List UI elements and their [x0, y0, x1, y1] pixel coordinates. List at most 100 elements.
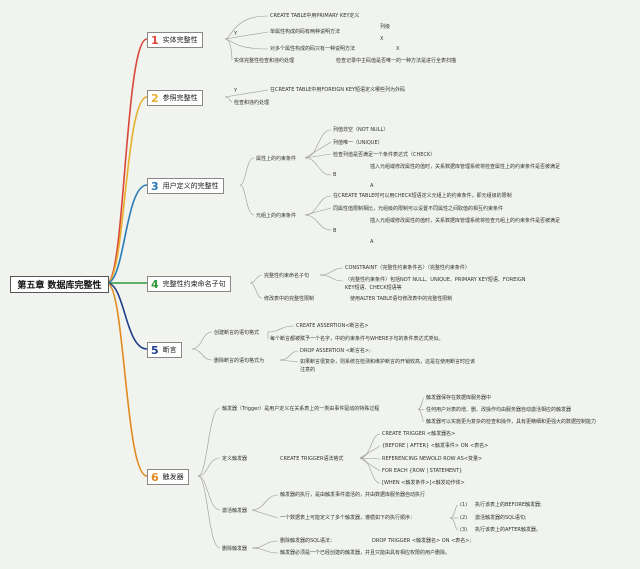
branch-constraint-naming[interactable]: 4 完整性约束命名子句 — [147, 276, 231, 292]
leaf-connector — [304, 157, 332, 176]
node-text: 创建断言的语句格式 — [214, 330, 260, 336]
node-text: CREATE TRIGGER语法格式 — [280, 456, 344, 462]
leaf-connector — [224, 96, 233, 103]
leaf-connector — [359, 457, 381, 472]
node-marker: A — [370, 239, 374, 245]
node-text: 对多个属性构成的码只有一种说明方法 — [270, 46, 356, 52]
node-text: 列值唯一（UNIQUE） — [333, 140, 383, 146]
node-text: 同属性值限制相比，元组级的限制可以设置不同属性之间取值的相互约束条件 — [333, 206, 504, 212]
node-text: 修改表中的完整性限制 — [264, 296, 315, 302]
node-text: KEY短语、CHECK短语等 — [345, 285, 402, 291]
leaf-connector — [304, 207, 332, 216]
node-text: 如果断言很复杂，则系统在检测和维护断言的开销较高，这是在使用断言时应该 — [300, 359, 476, 365]
root-topic[interactable]: 第五章 数据库完整性 — [10, 276, 109, 293]
branch-label: 实体完整性 — [162, 36, 198, 44]
branch-entity-integrity[interactable]: 1 实体完整性 — [147, 32, 203, 48]
leaf-connector — [224, 38, 269, 50]
leaf-connector — [304, 153, 332, 159]
node-text: 列值非空（NOT NULL） — [333, 127, 389, 133]
leaf-connector — [191, 331, 213, 350]
leaf-connector — [304, 195, 332, 216]
node-text: 触发器的执行，是由触发事件激活的，并由数据库服务器自动执行 — [280, 492, 426, 498]
branch-user-defined-integrity[interactable]: 3 用户定义的完整性 — [147, 178, 224, 194]
node-text: 执行该表上的BEFORE触发器; — [475, 502, 542, 508]
leaf-connector — [319, 267, 344, 276]
leaf-connector — [267, 325, 295, 333]
leaf-connector — [449, 517, 459, 531]
leaf-connector — [359, 457, 381, 484]
leaf-connector — [251, 494, 279, 511]
node-text: 执行该表上的AFTER触发器。 — [475, 527, 541, 533]
branch-label: 触发器 — [162, 473, 184, 481]
leaf-connector — [249, 274, 263, 284]
node-text: 一个数据表上可能定义了多个触发器，遵循如下的执行顺序： — [280, 515, 416, 521]
node-text: CREATE ASSERTION<断言名> — [296, 323, 369, 329]
node-text: FOR EACH {ROW | STATEMENT} — [382, 468, 463, 474]
node-text: 触发器可以实施更为复杂的检查和操作，具有更精细和更强大的数据控制能力 — [426, 419, 597, 425]
branch-label: 用户定义的完整性 — [162, 182, 219, 190]
node-text: 删除断言的语句格式为 — [214, 358, 265, 364]
leaf-connector — [251, 540, 279, 549]
leaf-connector — [197, 475, 221, 549]
branch-number: 4 — [151, 277, 159, 291]
leaf-connector — [319, 274, 344, 282]
leaf-connector — [449, 504, 459, 519]
node-marker: B — [333, 172, 337, 178]
leaf-connector — [239, 157, 255, 186]
node-marker: (2) — [460, 515, 468, 521]
leaf-connector — [359, 433, 381, 459]
branch-assertion[interactable]: 5 断言 — [147, 342, 182, 358]
leaf-connector — [224, 15, 269, 40]
node-marker: Y — [234, 88, 238, 94]
node-text: CREATE TRIGGER <触发器名> — [382, 431, 456, 437]
branch-connector — [106, 96, 148, 284]
node-text: 删除触发器的SQL语法： — [280, 538, 335, 544]
node-text: 每个断言都被赋予一个名字，中的约束条件与WHERE子句的条件表达式类似。 — [270, 336, 444, 342]
leaf-connector — [417, 408, 425, 423]
node-text: 删除触发器 — [222, 546, 248, 552]
node-text: 检查和违约处理 — [234, 100, 270, 106]
node-text: 在CREATE TABLE中用FOREIGN KEY短语定义哪些列为外码 — [270, 87, 406, 93]
node-marker: A — [370, 183, 374, 189]
node-text: 单属性构成的码有两种说明方法 — [270, 29, 341, 35]
leaf-connector — [251, 509, 279, 519]
node-text: 插入元组或修改属性的值时，关系数据库管理系统将检查属性上的约束条件是否被满足 — [370, 164, 561, 170]
branch-trigger[interactable]: 6 触发器 — [147, 469, 189, 485]
node-text: 任何用户对表的增、删、改操作均由服务器自动激活相应的触发器 — [426, 407, 572, 413]
node-text: CONSTRAINT〈完整性约束条件名〉〈完整性约束条件〉 — [345, 265, 470, 271]
leaf-connector — [279, 350, 299, 361]
node-marker: X — [396, 46, 400, 52]
node-text: DROP ASSERTION <断言名>; — [300, 348, 371, 354]
node-text: 激活触发器 — [222, 508, 248, 514]
branch-label: 参照完整性 — [162, 94, 198, 102]
branch-number: 3 — [151, 179, 159, 193]
node-text: 插入元组或修改属性的值时，关系数据库管理系统将检查元组上的约束条件是否被满足 — [370, 218, 561, 224]
branch-number: 2 — [151, 91, 159, 105]
node-text: 在CREATE TABLE时可以用CHECK短语定义元组上的约束条件，即元组级的… — [333, 193, 512, 199]
leaf-connector — [197, 475, 221, 511]
leaf-connector — [304, 141, 332, 159]
node-text: DROP TRIGGER <触发器名> ON <表名>; — [372, 538, 472, 544]
node-text: {BEFORE | AFTER} <触发事件> ON <表名> — [382, 443, 489, 449]
leaf-connector — [279, 359, 299, 363]
leaf-connector — [417, 397, 425, 410]
node-text: 激活触发器的SQL语句; — [475, 515, 527, 521]
node-text: 触发器保存在数据库服务器中 — [426, 395, 492, 401]
leaf-connector — [239, 184, 255, 216]
branch-referential-integrity[interactable]: 2 参照完整性 — [147, 90, 203, 106]
node-marker: B — [333, 228, 337, 234]
branch-number: 1 — [151, 33, 159, 47]
node-text: 注意的 — [300, 367, 316, 373]
node-marker: (1) — [460, 502, 468, 508]
node-text: 属性上的约束条件 — [256, 156, 297, 162]
leaf-connector — [191, 348, 213, 361]
leaf-connector — [249, 282, 263, 299]
node-text: 使用ALTER TABLE语句修改表中的完整性限制 — [350, 296, 453, 302]
node-marker: (3) — [460, 527, 468, 533]
node-text: 列级 — [380, 24, 391, 30]
node-text: 〈完整性约束条件〉包括NOT NULL、UNIQUE、PRIMARY KEY短语… — [345, 277, 526, 283]
leaf-connector — [197, 457, 221, 477]
branch-number: 6 — [151, 470, 159, 484]
node-text: 检查记录中主码值是否唯一的一种方法是进行全表扫描 — [336, 58, 457, 64]
